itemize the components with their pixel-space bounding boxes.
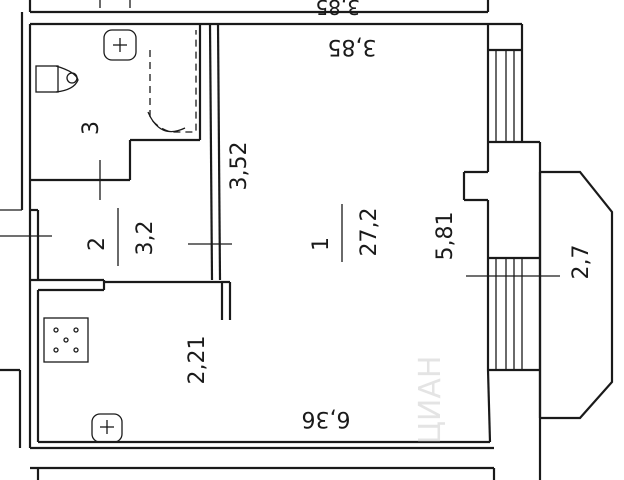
- socket-icon: [103, 29, 137, 61]
- right-height-dimension: 5,81: [433, 212, 458, 261]
- room-area: 27,2: [357, 208, 382, 257]
- stove-icon: [43, 317, 89, 363]
- top-strip: 3,85: [28, 0, 490, 19]
- room-number: 3: [79, 121, 104, 135]
- balcony-length-dimension: 2,7: [569, 245, 594, 280]
- kitchen-height-dimension: 2,21: [185, 336, 210, 385]
- hall-height-dimension: 3,52: [227, 142, 252, 191]
- top-width-dimension: 3,85: [328, 34, 377, 59]
- room-number: 1: [309, 237, 334, 251]
- room-number: 2: [85, 237, 110, 251]
- balcony: [538, 170, 614, 420]
- room-label-3: 3: [79, 121, 104, 135]
- room-2-hall: [0, 180, 232, 320]
- socket-icon: [91, 413, 123, 443]
- watermark: ЦИАН: [413, 356, 448, 445]
- top-cut-dimension: 3,85: [315, 0, 360, 19]
- room-area: 3,2: [133, 221, 158, 256]
- room-label-1: 1 27,2: [309, 204, 382, 262]
- room-label-2: 2 3,2: [85, 208, 158, 266]
- bottom-width-dimension: 6,36: [302, 406, 351, 431]
- room-3-bathroom: [30, 23, 222, 281]
